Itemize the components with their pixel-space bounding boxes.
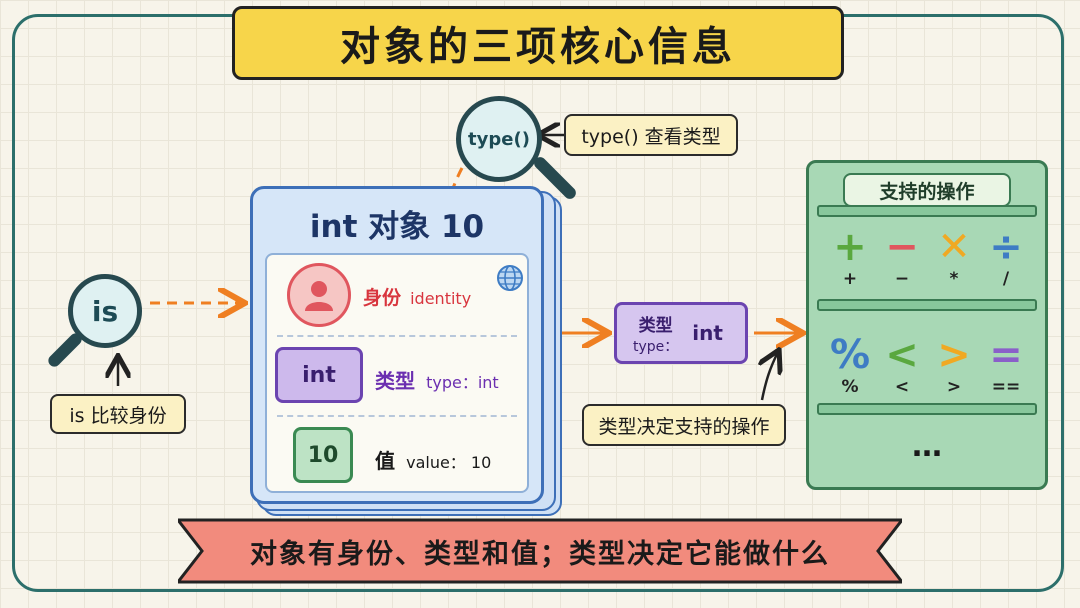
op-minus: − − bbox=[877, 225, 927, 289]
op-plus-label: + bbox=[842, 269, 858, 289]
shelf-top bbox=[817, 205, 1037, 217]
shelf-middle bbox=[817, 299, 1037, 311]
op-divide: ÷ / bbox=[981, 225, 1031, 289]
op-equals-label: == bbox=[991, 377, 1021, 397]
op-plus: + + bbox=[825, 225, 875, 289]
type-note: type() 查看类型 bbox=[564, 114, 738, 156]
type-note-text: type() 查看类型 bbox=[581, 125, 721, 148]
type-label: 类型 bbox=[375, 369, 415, 393]
type-int-chip: int bbox=[275, 347, 363, 403]
divide-icon: ÷ bbox=[989, 224, 1023, 270]
is-note: is 比较身份 bbox=[50, 394, 186, 434]
op-less-than: < < bbox=[877, 333, 927, 397]
is-lens-label: is bbox=[91, 294, 119, 328]
value-sub: value： 10 bbox=[406, 453, 492, 472]
less-than-icon: < bbox=[885, 332, 919, 378]
type-tag-sub: type： bbox=[633, 338, 679, 355]
op-times: ✕ * bbox=[929, 225, 979, 289]
type-lens-label: type() bbox=[468, 128, 530, 150]
title-banner: 对象的三项核心信息 bbox=[232, 6, 844, 80]
row-divider-2 bbox=[277, 415, 517, 417]
decides-note: 类型决定支持的操作 bbox=[582, 404, 786, 446]
op-greater-than: > > bbox=[929, 333, 979, 397]
type-tag-label: 类型 bbox=[638, 315, 673, 336]
op-greater-than-label: > bbox=[946, 377, 962, 397]
decides-note-text: 类型决定支持的操作 bbox=[598, 415, 770, 438]
type-magnifier-icon: type() bbox=[456, 96, 542, 182]
percent-icon: % bbox=[829, 332, 871, 378]
op-times-label: * bbox=[949, 269, 959, 289]
identity-sub: identity bbox=[410, 289, 472, 308]
type-tag-left: 类型 type： bbox=[633, 311, 678, 356]
op-minus-label: − bbox=[894, 269, 910, 289]
type-tag-value: int bbox=[692, 321, 723, 345]
int-object-card: int 对象 10 身份 identity int bbox=[250, 186, 544, 504]
plus-icon: + bbox=[833, 224, 867, 270]
op-percent: % % bbox=[825, 333, 875, 397]
minus-icon: − bbox=[885, 224, 919, 270]
type-chip-text: int bbox=[302, 362, 336, 388]
is-magnifier-icon: is bbox=[68, 274, 142, 348]
row-divider-1 bbox=[277, 335, 517, 337]
decides-note-pointer bbox=[762, 352, 778, 401]
globe-icon bbox=[495, 263, 525, 293]
is-note-text: is 比较身份 bbox=[69, 404, 167, 427]
equals-icon: = bbox=[989, 332, 1023, 378]
card-title: int 对象 10 bbox=[309, 209, 485, 245]
type-sub: type：int bbox=[426, 373, 499, 392]
op-divide-label: / bbox=[1002, 269, 1010, 289]
type-tag: 类型 type： int bbox=[614, 302, 748, 364]
summary-banner: 对象有身份、类型和值；类型决定它能做什么 bbox=[174, 516, 906, 586]
card-inner-panel: 身份 identity int 类型 type：int 10 值 bbox=[265, 253, 529, 493]
value-chip-text: 10 bbox=[307, 442, 339, 468]
identity-label: 身份 bbox=[363, 287, 402, 309]
value-label-group: 值 value： 10 bbox=[375, 445, 491, 474]
value-10-chip: 10 bbox=[293, 427, 353, 483]
times-icon: ✕ bbox=[937, 224, 971, 270]
op-less-than-label: < bbox=[894, 377, 910, 397]
identity-person-icon bbox=[287, 263, 351, 327]
type-label-group: 类型 type：int bbox=[375, 365, 499, 394]
value-label: 值 bbox=[375, 449, 395, 473]
operations-panel: 支持的操作 + + − − ✕ * ÷ / % % < < > > = == … bbox=[806, 160, 1048, 490]
op-percent-label: % bbox=[841, 377, 859, 397]
greater-than-icon: > bbox=[937, 332, 971, 378]
summary-text: 对象有身份、类型和值；类型决定它能做什么 bbox=[250, 538, 830, 570]
page-title: 对象的三项核心信息 bbox=[340, 24, 736, 70]
identity-label-group: 身份 identity bbox=[363, 283, 471, 310]
operations-title: 支持的操作 bbox=[843, 173, 1011, 207]
op-equals: = == bbox=[981, 333, 1031, 397]
shelf-lower bbox=[817, 403, 1037, 415]
more-ellipsis: … bbox=[912, 429, 942, 464]
